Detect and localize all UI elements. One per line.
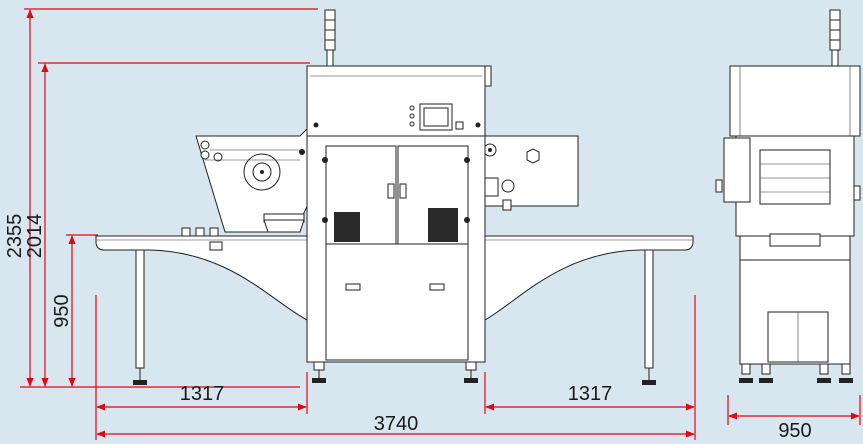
right-length-label: 1317 [568,383,613,405]
conveyor-height-label: 950 [51,294,73,327]
machine-height-label: 2014 [24,214,46,259]
right-side-module [483,135,579,211]
signal-tower [324,9,336,67]
dimension-lines [20,8,861,440]
main-cabinet [306,65,492,383]
front-view-machine [95,9,694,385]
conveyor [95,219,694,385]
side-view-machine [715,9,861,383]
side-signal-tower [829,9,841,67]
side-width-label: 950 [778,420,811,442]
labeler-unit [195,124,311,233]
left-length-label: 1317 [180,383,225,405]
total-height-label: 2355 [4,214,26,259]
total-length-label: 3740 [374,413,419,435]
